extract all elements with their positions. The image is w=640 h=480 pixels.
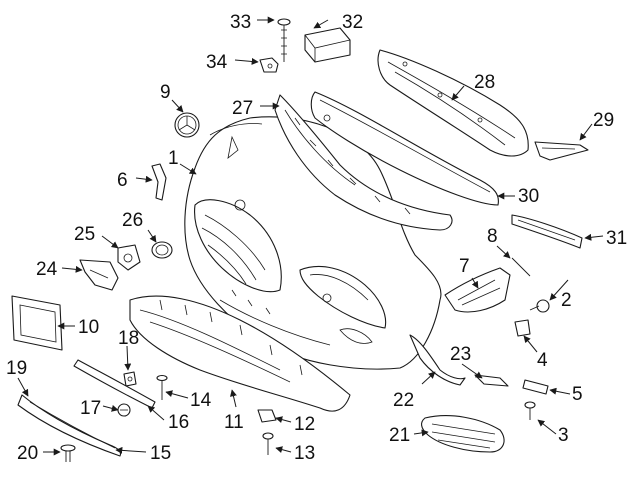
callout-15: 15 — [150, 443, 171, 464]
side-bracket-6 — [151, 163, 167, 201]
leader-lines — [17, 16, 604, 456]
bolt-14 — [156, 374, 168, 400]
screw-3 — [524, 401, 536, 420]
star-emblem — [174, 112, 200, 138]
callout-32: 32 — [342, 12, 363, 33]
upper-carrier — [274, 94, 453, 231]
callout-11: 11 — [224, 412, 244, 433]
callout-33: 33 — [230, 12, 251, 33]
callout-22: 22 — [393, 390, 414, 411]
fog-grille — [421, 415, 505, 453]
callout-2: 2 — [561, 290, 572, 311]
screw-13 — [262, 432, 274, 455]
parking-sensor — [151, 241, 173, 259]
callout-25: 25 — [74, 224, 95, 245]
side-bracket-7 — [444, 267, 511, 313]
clip-nut-12 — [257, 409, 277, 423]
callout-1: 1 — [168, 148, 179, 169]
callout-16: 16 — [168, 412, 189, 433]
callout-28: 28 — [474, 72, 495, 93]
callout-4: 4 — [537, 350, 548, 371]
push-pin-20 — [60, 444, 76, 462]
impact-bar — [310, 91, 499, 206]
callout-5: 5 — [572, 384, 583, 405]
callout-31: 31 — [606, 228, 627, 249]
bumper-cover — [184, 116, 442, 370]
screw-17 — [117, 403, 131, 417]
lower-bracket-right — [511, 214, 583, 249]
callout-26: 26 — [122, 210, 143, 231]
callout-labels: 33 32 34 9 27 28 29 1 6 30 31 25 26 24 8… — [6, 12, 627, 464]
callout-10: 10 — [78, 317, 99, 338]
callout-18: 18 — [118, 328, 139, 349]
callout-23: 23 — [450, 344, 471, 365]
license-plate-mount — [11, 295, 63, 351]
callout-13: 13 — [294, 443, 315, 464]
upper-reinforcement — [377, 49, 529, 157]
lower-splash-shield — [129, 295, 351, 412]
bolt-33 — [277, 18, 291, 62]
callout-34: 34 — [206, 52, 228, 73]
sensor-holder — [117, 244, 141, 271]
callout-9: 9 — [160, 82, 171, 103]
rod-8 — [511, 257, 531, 277]
bracket-34 — [259, 57, 279, 73]
callout-7: 7 — [459, 256, 470, 277]
callout-30: 30 — [518, 186, 539, 207]
bolt-2 — [529, 299, 550, 313]
trim-23 — [474, 374, 509, 387]
callout-21: 21 — [389, 425, 410, 446]
clip-4 — [514, 319, 531, 337]
callout-20: 20 — [17, 443, 38, 464]
callout-29: 29 — [593, 110, 614, 131]
callout-19: 19 — [6, 358, 27, 379]
fog-bracket-24 — [79, 259, 119, 291]
callout-14: 14 — [190, 390, 212, 411]
control-module — [304, 27, 351, 63]
clip-18 — [123, 371, 137, 387]
callout-24: 24 — [36, 259, 58, 280]
clip-5 — [522, 379, 549, 395]
callout-8: 8 — [487, 226, 498, 247]
callout-27: 27 — [232, 98, 253, 119]
callout-17: 17 — [80, 398, 101, 419]
callout-12: 12 — [294, 414, 315, 435]
callout-6: 6 — [117, 170, 128, 191]
callout-3: 3 — [558, 425, 569, 446]
side-bracket-29 — [534, 141, 589, 161]
